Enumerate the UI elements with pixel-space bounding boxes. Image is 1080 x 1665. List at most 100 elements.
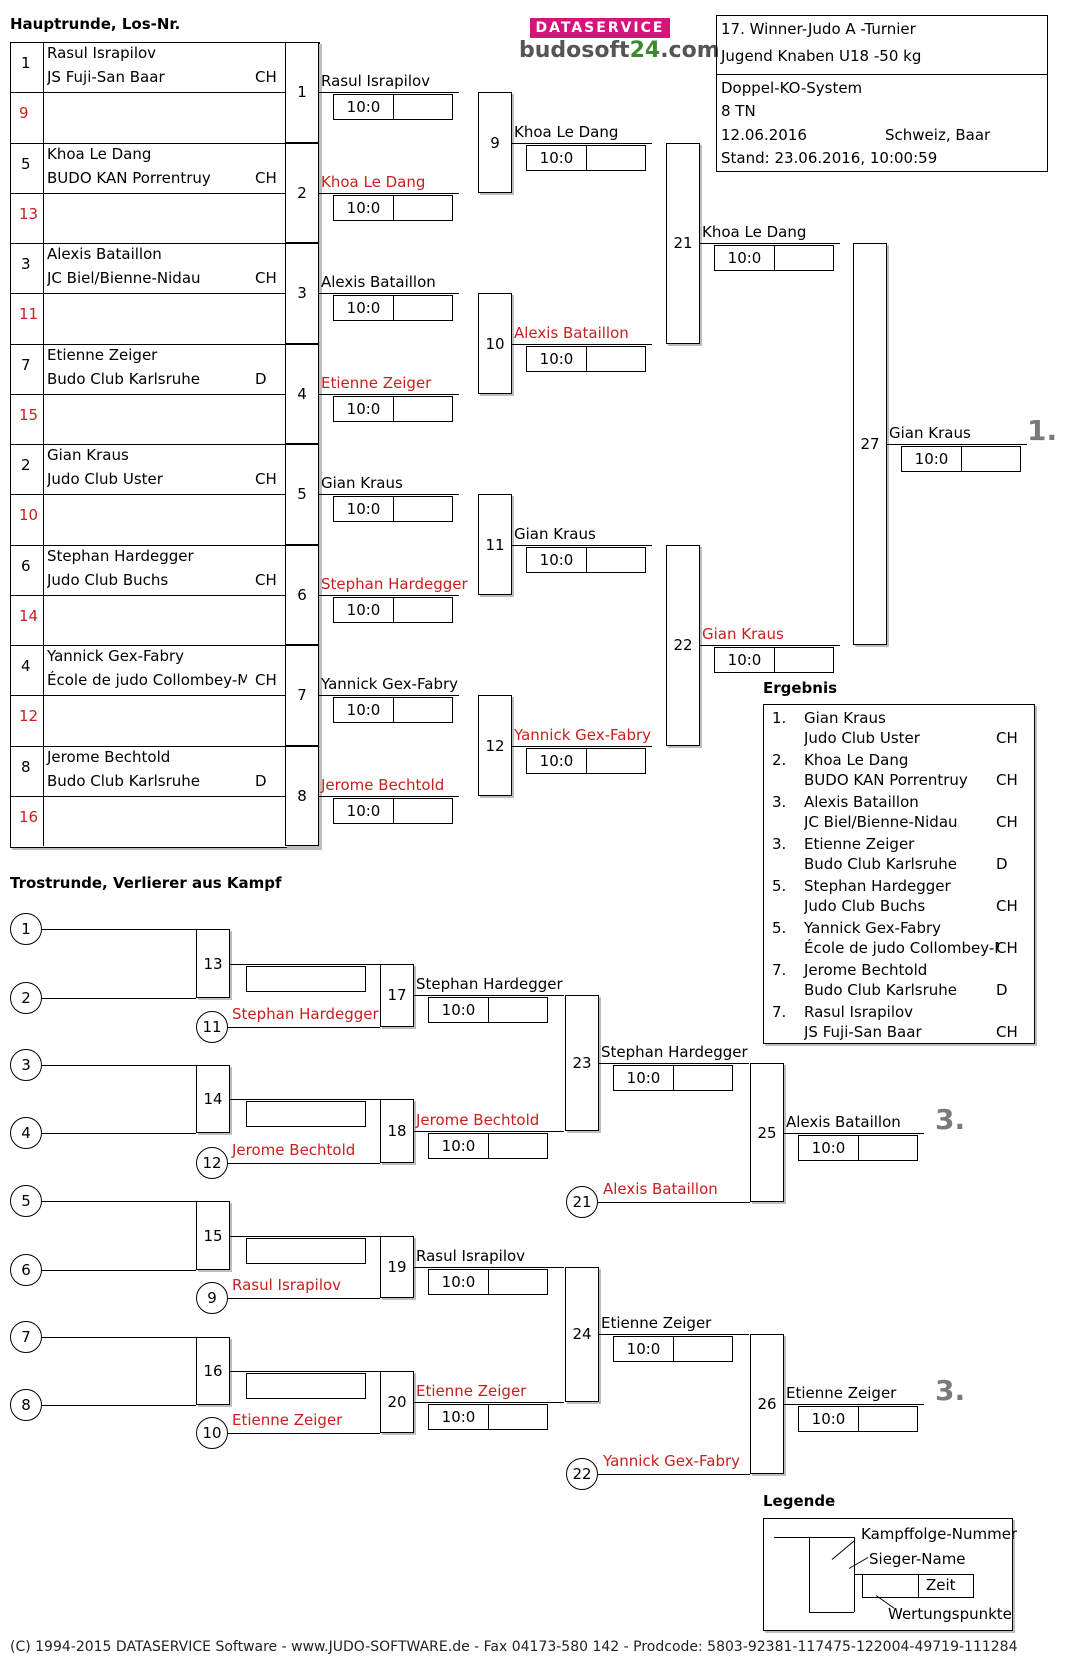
fight-score-box: 10:0 xyxy=(428,1404,548,1430)
opponent-lot-number: 14 xyxy=(19,606,39,625)
draw-athlete-nation: CH xyxy=(255,671,277,689)
result-athlete-club: JS Fuji-San Baar xyxy=(804,1023,922,1041)
result-athlete-name: Khoa Le Dang xyxy=(804,751,909,769)
fight-winner-name: Yannick Gex-Fabry xyxy=(514,725,652,744)
result-athlete-club: Budo Club Karlsruhe xyxy=(804,981,958,999)
fight-winner-name: Etienne Zeiger xyxy=(786,1384,897,1403)
draw-athlete-nation: CH xyxy=(255,570,277,589)
fight-score-box: 10:0 xyxy=(613,1336,733,1363)
result-athlete-club: Judo Club Uster xyxy=(804,729,920,747)
fight-score-box xyxy=(246,1237,366,1264)
fight-winner-name: Stephan Hardegger xyxy=(601,1043,748,1062)
repechage-source-circle: 7 xyxy=(10,1321,42,1353)
loser-source-circle: 9 xyxy=(196,1282,228,1314)
fight-score: 10:0 xyxy=(429,1269,489,1294)
legend-points: Wertungspunkte xyxy=(888,1605,1012,1623)
result-athlete-name: Rasul Israpilov xyxy=(804,1003,914,1021)
draw-athlete-name: Rasul Israpilov xyxy=(47,44,157,62)
fight-score-box: 10:0 xyxy=(714,647,834,673)
fight-score: 10:0 xyxy=(334,798,394,823)
result-place: 7. xyxy=(772,961,787,979)
fight-number-box: 18 xyxy=(380,1099,414,1163)
loser-source-circle: 10 xyxy=(196,1417,228,1449)
fight-score: 10:0 xyxy=(334,396,394,421)
fight-winner-name: Khoa Le Dang xyxy=(321,172,426,191)
fight-score: 10:0 xyxy=(799,1407,859,1432)
fight-winner-name: Alexis Bataillon xyxy=(786,1112,901,1131)
fight-score: 10:0 xyxy=(799,1135,859,1160)
repechage-source-circle: 8 xyxy=(10,1389,42,1421)
fight-number-box: 10 xyxy=(478,293,512,394)
fight-winner-name: Etienne Zeiger xyxy=(416,1382,527,1400)
result-athlete-nation: CH xyxy=(996,1023,1018,1041)
draw-athlete-club: BUDO KAN Porrentruy xyxy=(47,168,211,187)
fight-winner-name: Gian Kraus xyxy=(889,424,971,442)
loser-source-circle: 21 xyxy=(566,1186,598,1218)
fight-winner-name: Gian Kraus xyxy=(702,625,784,643)
draw-athlete-club: Budo Club Karlsruhe xyxy=(47,771,201,790)
fight-number-box: 7 xyxy=(285,645,319,746)
draw-athlete-name: Jerome Bechtold xyxy=(47,747,171,766)
fight-number-box: 13 xyxy=(196,929,230,998)
fight-number-box: 3 xyxy=(285,243,319,344)
result-place: 3. xyxy=(772,793,787,811)
result-place: 5. xyxy=(772,919,787,937)
opponent-lot-number: 11 xyxy=(19,305,39,323)
fight-winner-name: Rasul Israpilov xyxy=(416,1246,526,1265)
fight-number-box: 22 xyxy=(666,544,700,746)
lot-number: 8 xyxy=(21,757,31,776)
fight-score-box: 10:0 xyxy=(901,446,1021,472)
fight-winner-name: Alexis Bataillon xyxy=(514,323,629,342)
fight-winner-name: Yannick Gex-Fabry xyxy=(321,675,459,694)
opponent-lot-number: 10 xyxy=(19,506,39,524)
result-place: 3. xyxy=(772,835,787,853)
fight-winner-name: Rasul Israpilov xyxy=(321,72,431,91)
result-athlete-nation: CH xyxy=(996,897,1018,915)
fight-number-box: 2 xyxy=(285,142,319,243)
draw-athlete-name: Yannick Gex-Fabry xyxy=(47,647,185,665)
fight-number-box: 19 xyxy=(380,1235,414,1298)
fight-winner-name: Etienne Zeiger xyxy=(321,373,432,392)
fight-number-box: 8 xyxy=(285,745,319,846)
lot-number: 7 xyxy=(21,355,31,374)
result-athlete-nation: CH xyxy=(996,939,1018,957)
draw-athlete-club: JC Biel/Bienne-Nidau xyxy=(47,269,201,287)
lot-number: 5 xyxy=(21,154,31,173)
fight-score: 10:0 xyxy=(715,648,775,672)
result-athlete-name: Yannick Gex-Fabry xyxy=(804,919,942,937)
draw-athlete-name: Gian Kraus xyxy=(47,446,129,464)
fight-number-box: 1 xyxy=(285,42,319,143)
draw-athlete-club: Judo Club Buchs xyxy=(47,570,169,589)
repechage-title: Trostrunde, Verlierer aus Kampf xyxy=(10,874,282,892)
repechage-loser-name: Stephan Hardegger xyxy=(232,1005,379,1023)
repechage-loser-name: Etienne Zeiger xyxy=(232,1411,343,1429)
fight-score: 10:0 xyxy=(334,497,394,522)
result-place: 5. xyxy=(772,877,787,895)
fight-winner-name: Khoa Le Dang xyxy=(702,223,807,241)
fight-score: 10:0 xyxy=(334,95,394,120)
rank-first: 1. xyxy=(1027,414,1058,447)
fight-score: 10:0 xyxy=(527,547,587,572)
fight-score: 10:0 xyxy=(334,597,394,622)
result-athlete-nation: D xyxy=(996,855,1008,873)
legend-box: Kampffolge-Nummer Sieger-Name Zeit Wertu… xyxy=(763,1518,1017,1631)
fight-number-box: 27 xyxy=(853,243,887,645)
result-athlete-nation: CH xyxy=(996,729,1018,747)
fight-winner-name: Stephan Hardegger xyxy=(321,574,468,593)
lot-number: 2 xyxy=(21,456,31,474)
fight-winner-name: Stephan Hardegger xyxy=(416,975,563,994)
repechage-source-circle: 2 xyxy=(10,982,42,1014)
fight-number-box: 15 xyxy=(196,1201,230,1270)
fight-number-box: 6 xyxy=(285,544,319,645)
results-title: Ergebnis xyxy=(763,679,838,697)
fight-score: 10:0 xyxy=(429,1405,489,1429)
rank-third: 3. xyxy=(935,1102,966,1136)
legend-title: Legende xyxy=(763,1492,836,1510)
legend-fight-number: Kampffolge-Nummer xyxy=(861,1525,1018,1543)
repechage-source-circle: 4 xyxy=(10,1117,42,1149)
fight-score-box: 10:0 xyxy=(428,997,548,1024)
draw-athlete-club: Budo Club Karlsruhe xyxy=(47,369,201,388)
fight-winner-name: Jerome Bechtold xyxy=(416,1111,540,1129)
opponent-lot-number: 15 xyxy=(19,405,39,424)
opponent-lot-number: 13 xyxy=(19,204,39,223)
